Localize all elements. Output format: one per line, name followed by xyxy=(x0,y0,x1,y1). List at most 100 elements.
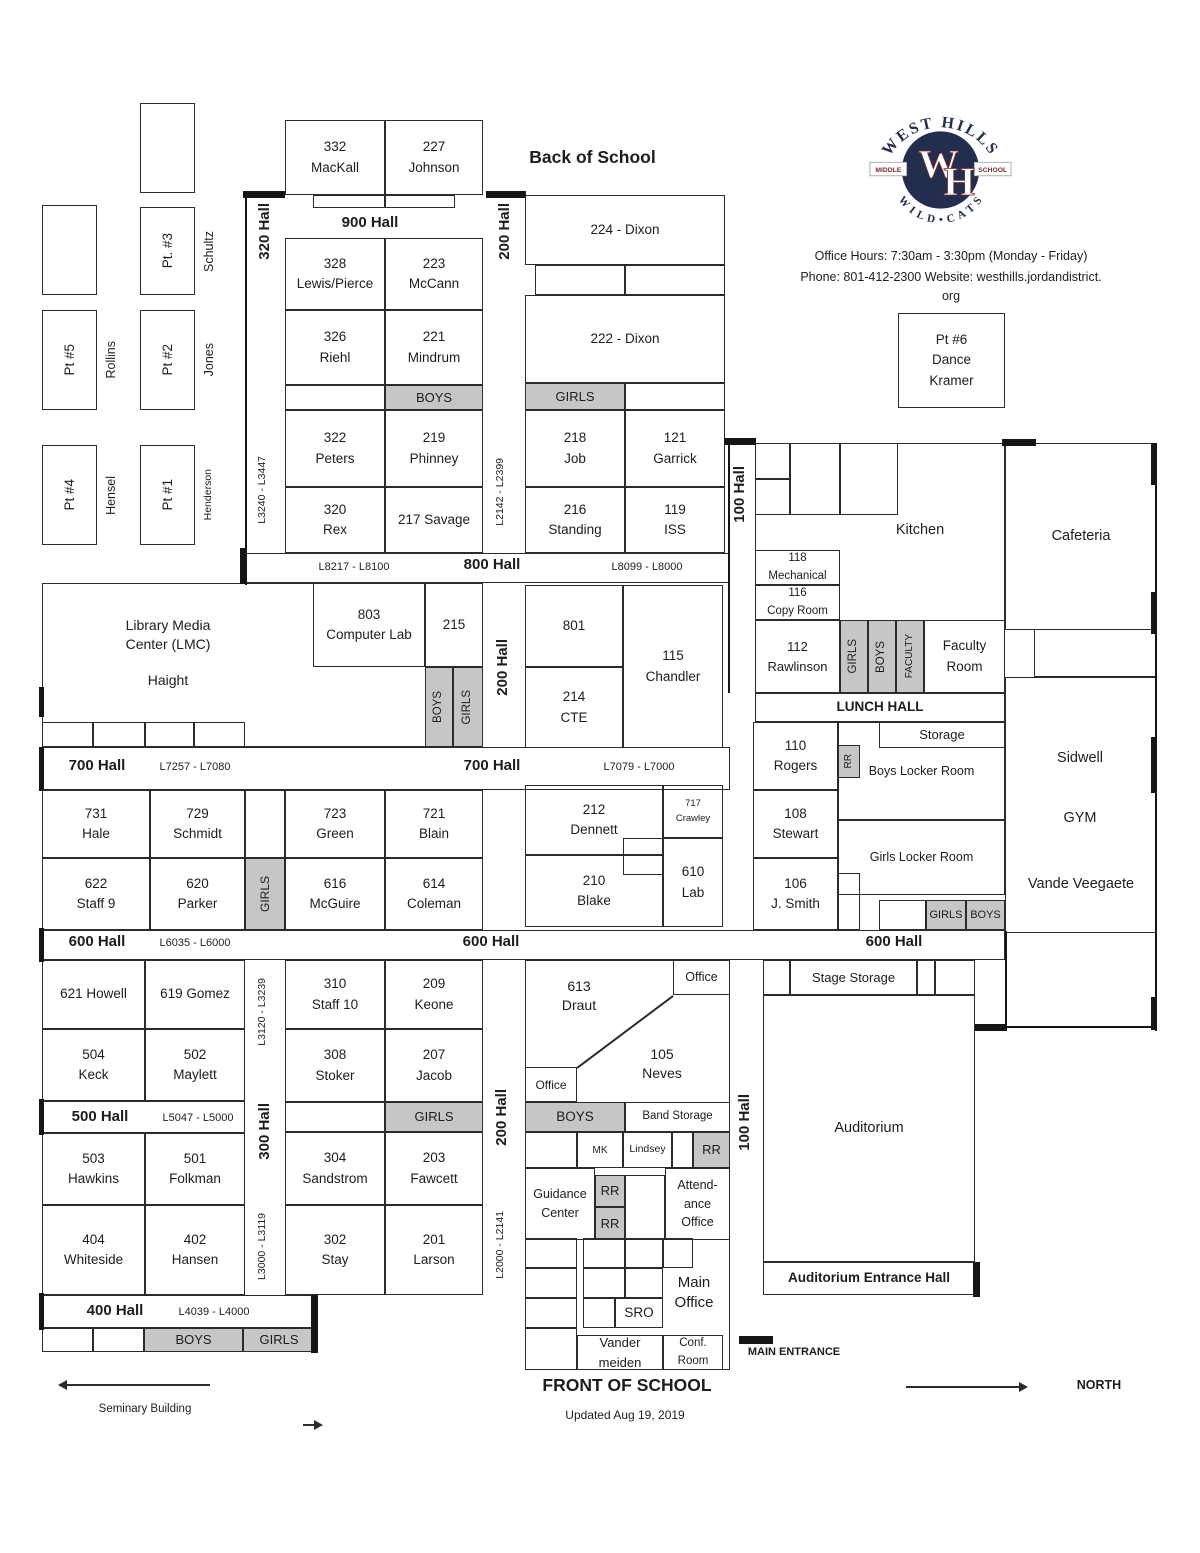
wall-segment-4 xyxy=(1002,439,1036,446)
updated-note: Updated Aug 19, 2019 xyxy=(565,1407,685,1422)
main-office-label: Main Office xyxy=(674,1273,714,1311)
wall-segment-3 xyxy=(724,438,756,445)
code-l8217: L8217 - L8100 xyxy=(318,560,390,573)
room-215: 215 xyxy=(425,583,483,667)
room-622-staff9: 622 Staff 9 xyxy=(42,858,150,930)
nook-900-b xyxy=(385,195,455,208)
wall-segment-12 xyxy=(311,1295,318,1353)
wall-segment-18 xyxy=(245,195,247,585)
hall-500-label: 500 Hall xyxy=(71,1107,129,1125)
wall-segment-2 xyxy=(240,548,247,584)
room-221-mindrum: 221 Mindrum xyxy=(385,310,483,385)
nook-400-b xyxy=(93,1328,144,1352)
room-110-rogers: 110 Rogers xyxy=(753,722,838,790)
room-404-whiteside: 404 Whiteside xyxy=(42,1205,145,1295)
restroom-boys-lunch: BOYS xyxy=(868,620,896,693)
gym-upper xyxy=(1034,629,1157,677)
hall-auditorium-entrance: Auditorium Entrance Hall xyxy=(763,1262,975,1295)
room-717-crawley: 717 Crawley xyxy=(663,785,723,838)
alcove-600 xyxy=(879,900,926,930)
mo-left-3 xyxy=(525,1298,577,1328)
hall-600-mid-label: 600 Hall xyxy=(462,932,520,950)
wall-segment-22 xyxy=(728,443,730,693)
label-hensel: Hensel xyxy=(103,475,118,515)
restroom-boys-400: BOYS xyxy=(144,1328,243,1352)
room-219-phinney: 219 Phinney xyxy=(385,410,483,487)
mo-nook-b xyxy=(672,1132,693,1168)
hall-300-label: 300 Hall xyxy=(255,1102,273,1160)
main-entrance-label: MAIN ENTRANCE xyxy=(747,1345,841,1358)
gym-label: GYM xyxy=(1063,809,1097,826)
mo-cell-6 xyxy=(583,1298,615,1328)
nook-224-a xyxy=(535,265,625,295)
room-121-garrick: 121 Garrick xyxy=(625,410,725,487)
room-105-neves-label: 105 Neves xyxy=(642,1046,682,1081)
hall-400-label: 400 Hall xyxy=(86,1301,144,1319)
alcove-900 xyxy=(285,385,385,410)
logo-monogram-w: W xyxy=(918,142,959,187)
mo-left-2 xyxy=(525,1268,577,1298)
stage-nook-c xyxy=(935,960,975,995)
label-jones: Jones xyxy=(201,343,216,377)
alcove-200 xyxy=(625,383,725,410)
restroom-girls-200: GIRLS xyxy=(525,383,625,410)
room-mk: MK xyxy=(577,1132,623,1168)
north-label: NORTH xyxy=(1076,1378,1122,1393)
hall-600-left-label: 600 Hall xyxy=(68,932,126,950)
attendance-office: Attend- ance Office xyxy=(665,1168,730,1240)
room-402-hansen: 402 Hansen xyxy=(145,1205,245,1295)
north-arrow xyxy=(906,1382,1028,1392)
seminary-label: Seminary Building xyxy=(98,1403,192,1416)
wall-segment-6 xyxy=(1151,592,1157,634)
code-l6035: L6035 - L6000 xyxy=(159,936,231,949)
seminary-arrow xyxy=(58,1380,210,1390)
hall-200-mid-label: 200 Hall xyxy=(493,638,511,696)
room-729-schmidt: 729 Schmidt xyxy=(150,790,245,858)
room-310-staff10: 310 Staff 10 xyxy=(285,960,385,1029)
room-201-larson: 201 Larson xyxy=(385,1205,483,1295)
mo-cell-4 xyxy=(583,1268,625,1298)
cafeteria: Cafeteria xyxy=(1005,443,1157,630)
lib-nook-2 xyxy=(93,722,145,747)
room-227-johnson: 227 Johnson xyxy=(385,120,483,195)
room-118-mechanical: 118 Mechanical xyxy=(755,550,840,585)
info-line-1: Office Hours: 7:30am - 3:30pm (Monday - … xyxy=(814,248,1088,263)
guidance-center: Guidance Center xyxy=(525,1168,595,1240)
room-212-dennett: 212 Dennett xyxy=(525,785,663,855)
portable-pt2: Pt #2 xyxy=(140,310,195,410)
lib-nook-4 xyxy=(194,722,245,747)
wall-segment-7 xyxy=(1151,737,1157,793)
room-224-dixon: 224 - Dixon xyxy=(525,195,725,265)
restroom-boys-main: BOYS xyxy=(525,1102,625,1132)
label-schultz: Schultz xyxy=(201,230,216,272)
code-l3120: L3120 - L3239 xyxy=(255,978,268,1046)
restroom-girls-lib: GIRLS xyxy=(453,667,483,747)
wall-segment-17 xyxy=(39,1293,44,1330)
wall-segment-0 xyxy=(243,191,285,198)
room-210-blake: 210 Blake xyxy=(525,855,663,927)
room-112-rawlinson: 112 Rawlinson xyxy=(755,620,840,693)
room-214-cte: 214 CTE xyxy=(525,667,623,748)
room-vandermeiden: Vander meiden xyxy=(577,1335,663,1370)
mo-nook-c xyxy=(625,1175,665,1240)
room-218-job: 218 Job xyxy=(525,410,625,487)
room-322-peters: 322 Peters xyxy=(285,410,385,487)
room-621-howell: 621 Howell xyxy=(42,960,145,1029)
locker-room-girls: Girls Locker Room xyxy=(838,820,1005,895)
logo-circle xyxy=(901,131,980,209)
code-l4039: L4039 - L4000 xyxy=(178,1305,250,1318)
conf-room: Conf. Room xyxy=(663,1335,723,1370)
portable-pt1: Pt #1 xyxy=(140,445,195,545)
stage-nook-a xyxy=(763,960,790,995)
wall-segment-8 xyxy=(1151,997,1157,1030)
code-l3000: L3000 - L3119 xyxy=(255,1212,268,1280)
auditorium: Auditorium xyxy=(763,995,975,1262)
restroom-boys-900: BOYS xyxy=(385,385,483,410)
front-of-school: FRONT OF SCHOOL xyxy=(542,1374,712,1395)
code-l8099: L8099 - L8000 xyxy=(611,560,683,573)
kitchen-box-b xyxy=(755,479,790,515)
restroom-girls-300: GIRLS xyxy=(385,1102,483,1132)
stage-storage: Stage Storage xyxy=(790,960,917,995)
alcove-700 xyxy=(245,790,285,858)
restroom-faculty-lunch: FACULTY xyxy=(896,620,924,693)
